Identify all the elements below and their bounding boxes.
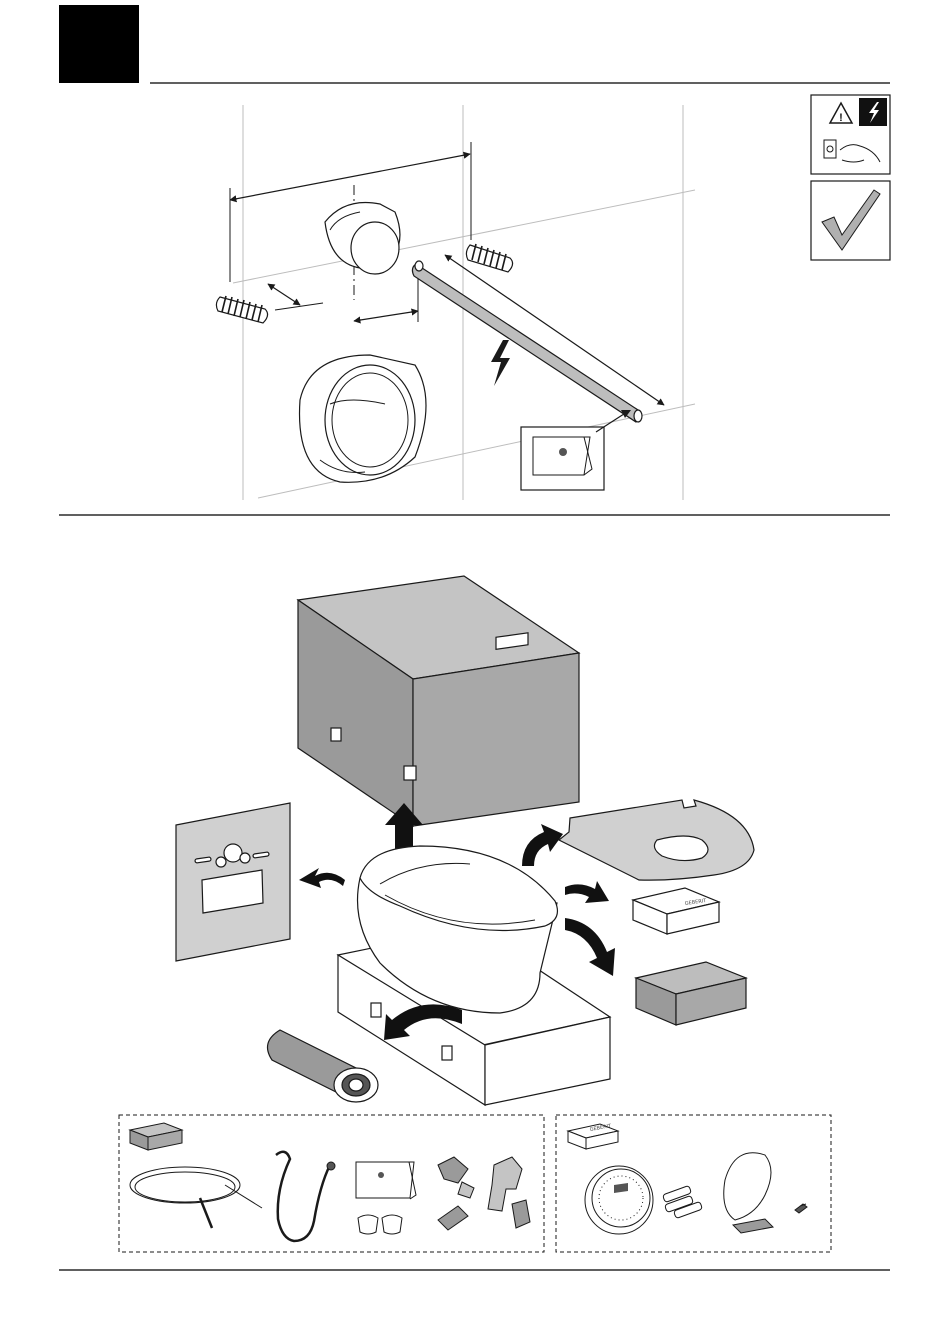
actuator-cover-plate xyxy=(176,803,290,961)
arrow-up-right-icon xyxy=(522,824,563,866)
power-cable xyxy=(130,1167,262,1228)
flexible-hose xyxy=(276,1152,335,1241)
screw-icon xyxy=(795,1204,807,1213)
shipping-box xyxy=(298,576,579,826)
template-card xyxy=(356,1162,416,1199)
installation-kit xyxy=(119,1115,544,1252)
checkmark-panel xyxy=(811,181,890,260)
threaded-rod-left xyxy=(216,284,323,323)
remote-control-kit: GEBERIT xyxy=(556,1115,831,1252)
small-accessory-box: GEBERIT xyxy=(633,888,719,934)
water-supply-pipe xyxy=(412,255,664,422)
box-handle xyxy=(404,766,416,780)
drain-connector xyxy=(325,202,400,274)
wall-preparation-illustration xyxy=(216,105,695,500)
large-accessory-box xyxy=(636,962,746,1025)
svg-text:!: ! xyxy=(839,112,843,124)
arrow-left-icon xyxy=(299,868,345,888)
box-handle xyxy=(331,728,341,741)
batteries-icon xyxy=(662,1185,702,1218)
angle-valves xyxy=(438,1157,530,1230)
arrow-down-right-icon xyxy=(565,918,615,976)
screw-icon xyxy=(378,1172,384,1178)
unpacking-illustration: GEBERIT xyxy=(176,576,754,1105)
warning-icons-panel: ! xyxy=(811,95,890,174)
remote-box-icon: GEBERIT xyxy=(568,1123,618,1149)
screw-icon xyxy=(559,448,567,456)
detail-inset xyxy=(521,410,631,490)
remote-control xyxy=(585,1166,653,1234)
seat-template xyxy=(559,800,754,880)
step-marker xyxy=(59,5,139,83)
electric-bolt-icon xyxy=(491,340,510,386)
wall-holder xyxy=(724,1153,773,1233)
threaded-rod-right xyxy=(466,244,512,272)
connection-pipe xyxy=(268,1030,379,1102)
kit-box-icon xyxy=(130,1123,182,1150)
caps xyxy=(358,1215,402,1234)
drain-flange xyxy=(300,355,427,482)
arrow-right-icon xyxy=(565,881,609,903)
